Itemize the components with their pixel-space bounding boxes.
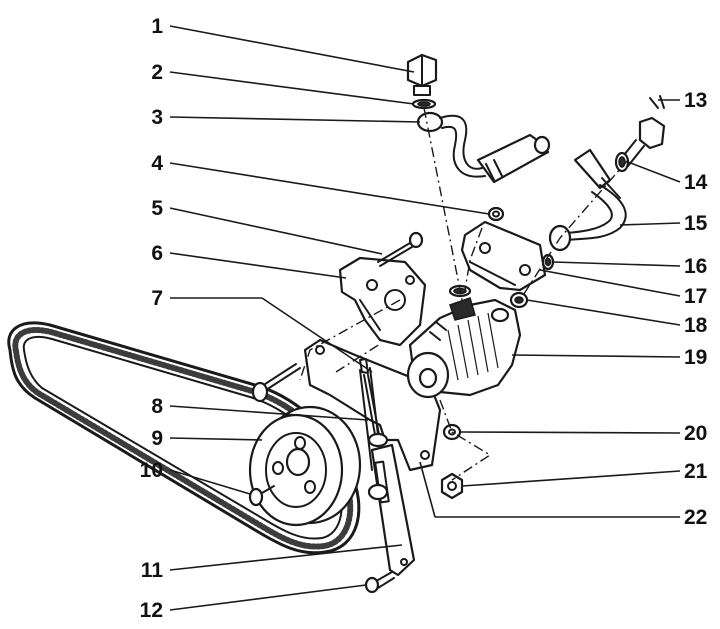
bracket-6	[338, 256, 427, 347]
callout-10: 10	[140, 459, 163, 482]
callout-13: 13	[684, 89, 707, 112]
leader-lines	[169, 25, 681, 611]
callout-17: 17	[684, 285, 707, 308]
callout-4: 4	[151, 152, 163, 175]
nut-4	[487, 206, 505, 222]
callout-5: 5	[151, 197, 163, 220]
callout-7: 7	[151, 287, 163, 310]
assembly-centerlines	[299, 107, 629, 481]
callout-12: 12	[140, 599, 163, 622]
callout-3: 3	[151, 106, 163, 129]
callout-14: 14	[684, 171, 708, 194]
bolt-8	[359, 358, 389, 448]
callout-20: 20	[684, 422, 707, 445]
bolt-12	[364, 571, 395, 594]
callout-11: 11	[141, 559, 164, 582]
callout-9: 9	[151, 427, 163, 450]
washer-2	[411, 98, 437, 110]
bolt-10	[248, 485, 275, 507]
callout-16: 16	[684, 255, 707, 278]
callout-1: 1	[151, 15, 163, 38]
adjusting-strap	[367, 443, 416, 577]
callout-2: 2	[151, 61, 163, 84]
pulley	[248, 405, 362, 527]
callout-21: 21	[684, 460, 708, 483]
bolt-through-plate	[251, 363, 301, 403]
callout-22: 22	[684, 506, 707, 529]
pressure-line-3	[416, 111, 551, 184]
callout-6: 6	[151, 242, 163, 265]
return-line-15	[548, 148, 627, 252]
callout-8: 8	[151, 395, 163, 418]
callout-15: 15	[684, 212, 708, 235]
callout-numbers: 1 2 3 4 5 6 7 8 9 10 11 12 13 14 15 16 1…	[140, 15, 708, 622]
banjo-bolt-1	[406, 53, 438, 96]
power-steering-pump	[406, 297, 522, 399]
callout-19: 19	[684, 346, 707, 369]
bracket-17	[460, 220, 547, 292]
seal-18	[509, 291, 529, 309]
callout-18: 18	[684, 314, 708, 337]
bolt-5	[377, 231, 424, 267]
nut-21	[440, 472, 464, 500]
